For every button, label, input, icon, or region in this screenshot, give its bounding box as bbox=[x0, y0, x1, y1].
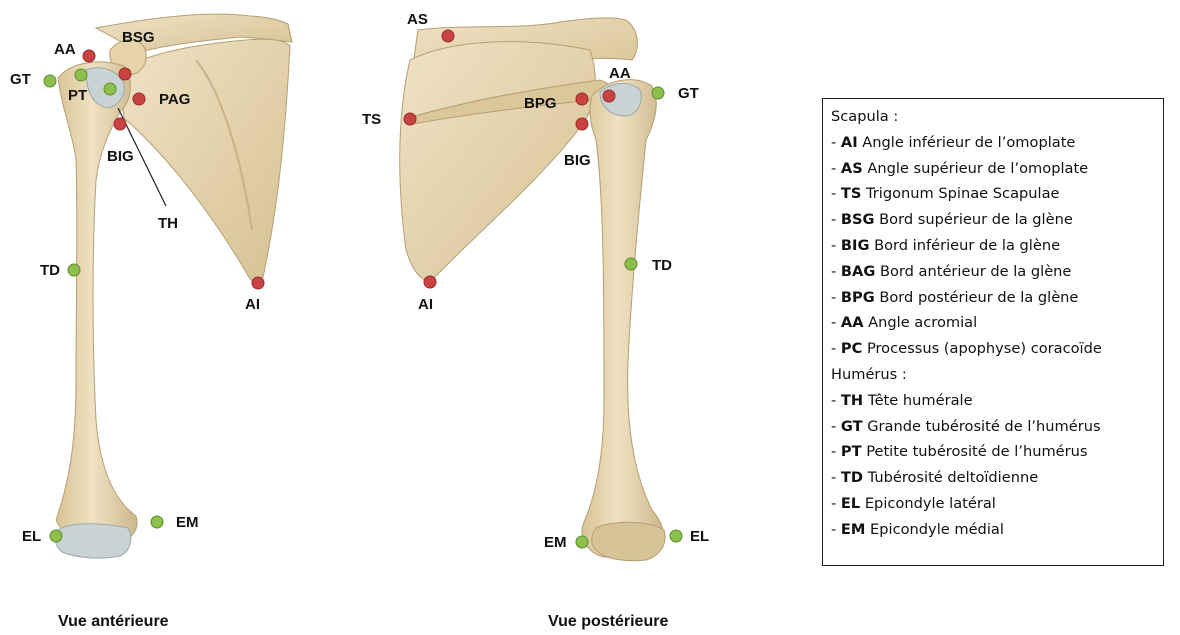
legend-item: Scapula : bbox=[831, 104, 1163, 130]
caption-anterior-view: Vue antérieure bbox=[58, 613, 169, 631]
legend-item: - PC Processus (apophyse) coracoïde bbox=[831, 336, 1163, 362]
marker-aa-anterior bbox=[83, 50, 95, 62]
marker-em-anterior bbox=[151, 516, 163, 528]
label-el-anterior: EL bbox=[22, 529, 41, 544]
marker-as-posterior bbox=[442, 30, 454, 42]
label-big-anterior: BIG bbox=[107, 149, 134, 164]
marker-td-anterior bbox=[68, 264, 80, 276]
label-as-posterior: AS bbox=[407, 12, 428, 27]
marker-gt-anterior bbox=[44, 75, 56, 87]
label-big-posterior: BIG bbox=[564, 153, 591, 168]
label-el-posterior: EL bbox=[690, 529, 709, 544]
label-th-anterior: TH bbox=[158, 216, 178, 231]
marker-gt-posterior bbox=[652, 87, 664, 99]
legend-item: - AA Angle acromial bbox=[831, 310, 1163, 336]
marker-ai-anterior bbox=[252, 277, 264, 289]
marker-big-posterior bbox=[576, 118, 588, 130]
label-pt-anterior: PT bbox=[68, 88, 87, 103]
legend-code: PC bbox=[841, 340, 862, 357]
legend-item: - GT Grande tubérosité de l’humérus bbox=[831, 414, 1163, 440]
legend-item: - BAG Bord antérieur de la glène bbox=[831, 259, 1163, 285]
marker-th-anterior bbox=[104, 83, 116, 95]
legend-code: EL bbox=[841, 495, 860, 512]
legend-heading: Humérus : bbox=[831, 366, 907, 383]
legend-item: - BSG Bord supérieur de la glène bbox=[831, 207, 1163, 233]
label-bsg-anterior: BSG bbox=[122, 30, 155, 45]
marker-pag-anterior bbox=[133, 93, 145, 105]
marker-bpg-posterior bbox=[576, 93, 588, 105]
legend-text: Bord antérieur de la glène bbox=[880, 263, 1071, 280]
legend-item: - AI Angle inférieur de l’omoplate bbox=[831, 130, 1163, 156]
legend-text: Angle acromial bbox=[868, 314, 977, 331]
posterior-humerus bbox=[582, 80, 665, 561]
marker-big-anterior bbox=[114, 118, 126, 130]
marker-em-posterior bbox=[576, 536, 588, 548]
legend-code: PT bbox=[841, 443, 862, 460]
legend-heading: Scapula : bbox=[831, 108, 898, 125]
legend-text: Angle supérieur de l’omoplate bbox=[867, 160, 1088, 177]
label-ts-posterior: TS bbox=[362, 112, 381, 127]
legend-item: - PT Petite tubérosité de l’humérus bbox=[831, 439, 1163, 465]
label-em-anterior: EM bbox=[176, 515, 199, 530]
legend-code: BAG bbox=[841, 263, 875, 280]
legend-code: TS bbox=[841, 185, 861, 202]
label-gt-posterior: GT bbox=[678, 86, 699, 101]
legend-text: Trigonum Spinae Scapulae bbox=[866, 185, 1059, 202]
legend-text: Bord supérieur de la glène bbox=[879, 211, 1073, 228]
legend-code: AI bbox=[841, 134, 858, 151]
marker-el-posterior bbox=[670, 530, 682, 542]
label-td-posterior: TD bbox=[652, 258, 672, 273]
legend-item: - EL Epicondyle latéral bbox=[831, 491, 1163, 517]
legend-code: TD bbox=[841, 469, 863, 486]
legend-text: Grande tubérosité de l’humérus bbox=[867, 418, 1100, 435]
legend-code: AA bbox=[841, 314, 864, 331]
marker-ts-posterior bbox=[404, 113, 416, 125]
legend-item: - AS Angle supérieur de l’omoplate bbox=[831, 156, 1163, 182]
legend-code: GT bbox=[841, 418, 863, 435]
marker-el-anterior bbox=[50, 530, 62, 542]
label-ai-anterior: AI bbox=[245, 297, 260, 312]
label-pag-anterior: PAG bbox=[159, 92, 190, 107]
marker-td-posterior bbox=[625, 258, 637, 270]
marker-ai-posterior bbox=[424, 276, 436, 288]
legend-code: BSG bbox=[841, 211, 875, 228]
label-bpg-posterior: BPG bbox=[524, 96, 557, 111]
label-td-anterior: TD bbox=[40, 263, 60, 278]
marker-pt-anterior bbox=[75, 69, 87, 81]
legend-text: Petite tubérosité de l’humérus bbox=[866, 443, 1087, 460]
legend-code: TH bbox=[841, 392, 863, 409]
legend-text: Bord postérieur de la glène bbox=[879, 289, 1078, 306]
legend-code: BIG bbox=[841, 237, 870, 254]
label-aa-posterior: AA bbox=[609, 66, 631, 81]
legend-text: Angle inférieur de l’omoplate bbox=[862, 134, 1075, 151]
legend-text: Bord inférieur de la glène bbox=[874, 237, 1060, 254]
legend-code: AS bbox=[841, 160, 863, 177]
legend-box: Scapula : - AI Angle inférieur de l’omopl… bbox=[822, 98, 1164, 566]
legend-item: - BPG Bord postérieur de la glène bbox=[831, 285, 1163, 311]
legend-item: - EM Epicondyle médial bbox=[831, 517, 1163, 543]
label-aa-anterior: AA bbox=[54, 42, 76, 57]
legend-text: Tubérosité deltoïdienne bbox=[868, 469, 1039, 486]
marker-aa-posterior bbox=[603, 90, 615, 102]
legend-code: EM bbox=[841, 521, 866, 538]
legend-text: Epicondyle médial bbox=[870, 521, 1004, 538]
legend-item: - TS Trigonum Spinae Scapulae bbox=[831, 181, 1163, 207]
caption-posterior-view: Vue postérieure bbox=[548, 613, 668, 631]
marker-bsg-anterior bbox=[119, 68, 131, 80]
legend-text: Epicondyle latéral bbox=[865, 495, 996, 512]
legend-item: Humérus : bbox=[831, 362, 1163, 388]
label-em-posterior: EM bbox=[544, 535, 567, 550]
label-gt-anterior: GT bbox=[10, 72, 31, 87]
legend-item: - BIG Bord inférieur de la glène bbox=[831, 233, 1163, 259]
legend-text: Tête humérale bbox=[868, 392, 973, 409]
legend-item: - TD Tubérosité deltoïdienne bbox=[831, 465, 1163, 491]
legend-text: Processus (apophyse) coracoïde bbox=[867, 340, 1102, 357]
label-ai-posterior: AI bbox=[418, 297, 433, 312]
legend-code: BPG bbox=[841, 289, 875, 306]
legend-item: - TH Tête humérale bbox=[831, 388, 1163, 414]
